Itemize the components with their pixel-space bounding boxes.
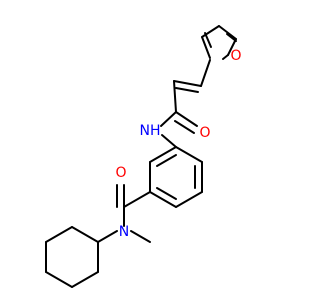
bond-carbonyl-to-nh — [160, 111, 177, 127]
bond-ring-3 — [175, 191, 203, 208]
atom-labels: O O NH O N — [115, 48, 241, 240]
furan-ring — [201, 25, 237, 60]
amide-group — [160, 111, 198, 148]
bond-furan-c4-c3 — [218, 25, 237, 40]
nitrogen-label-amine: N — [119, 224, 129, 240]
bond-vinyl-to-carbonyl — [173, 80, 177, 113]
bond-cyclohexane-5 — [45, 226, 73, 243]
bond-furan-c2-o — [222, 54, 229, 60]
nh-label-amide: NH — [140, 123, 161, 139]
amine-substituents — [97, 230, 151, 243]
bond-carbonyl-to-o — [175, 111, 198, 127]
bond-carbonyl-to-o-double — [174, 120, 195, 134]
bond-ring-6 — [149, 146, 177, 163]
bond-furan-o-c5 — [201, 36, 211, 59]
oxygen-label-amide: O — [199, 125, 210, 141]
bond-furan-c5-double — [204, 32, 212, 48]
molecule-canvas: O O NH O N — [45, 25, 242, 288]
bond-cyclohexane-3 — [45, 271, 73, 288]
bond-furan-c3-c2 — [227, 38, 237, 56]
bond-ring-6-inner — [156, 154, 177, 167]
bond-n-to-methyl — [130, 230, 151, 243]
structure-diagram: O O NH O N — [45, 25, 242, 288]
bond-cyclohexane-2 — [71, 271, 99, 288]
bond-furan-c5-c4 — [201, 25, 220, 38]
bond-nh-to-ring — [161, 134, 177, 148]
oxygen-label-benzamide: O — [115, 165, 126, 181]
cyclohexane-ring — [45, 226, 99, 288]
bond-vinyl-double-2 — [175, 87, 199, 93]
bond-vinyl-double-1 — [173, 80, 202, 87]
bond-ring-1 — [175, 146, 203, 163]
bond-n-to-cyclohexyl — [97, 230, 118, 243]
bond-furan-to-vinyl — [200, 59, 211, 87]
vinyl-linker — [173, 59, 211, 113]
benzene-ring — [149, 146, 203, 208]
benzamide-group — [116, 184, 151, 227]
oxygen-label-furan: O — [230, 48, 241, 64]
bond-cyclohexane-6 — [71, 226, 99, 243]
bond-ring-4 — [149, 191, 177, 208]
bond-ring-to-carbonyl — [123, 191, 151, 208]
bond-ring-4-inner — [156, 187, 177, 200]
